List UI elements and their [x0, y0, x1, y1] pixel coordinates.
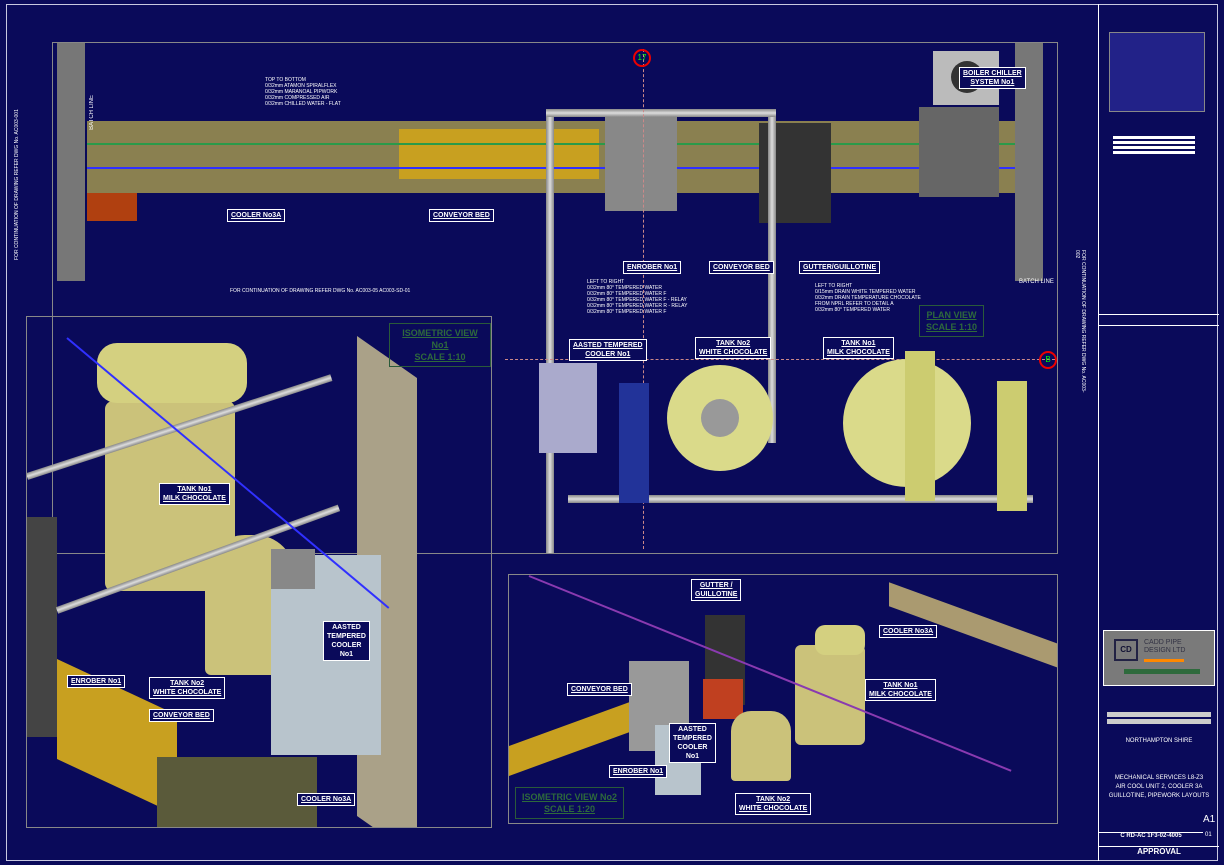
iso1-label-conveyor: CONVEYOR BED: [149, 709, 214, 722]
pump: [619, 383, 649, 503]
aasted-top: [271, 549, 315, 589]
cooler-block: [87, 193, 137, 221]
label-gutter: GUTTER/GUILLOTINE: [799, 261, 881, 274]
tank-motor: [997, 381, 1027, 511]
tank1-motor: [97, 343, 247, 403]
wall-left: [57, 43, 85, 281]
revision: 01: [1205, 832, 1212, 838]
header-pipe: [568, 495, 1033, 503]
iso1-label-enrober: ENROBER No1: [67, 675, 126, 688]
iso2-label-conveyor: CONVEYOR BED: [567, 683, 632, 696]
tank1-iso2: [795, 645, 865, 745]
label-enrober: ENROBER No1: [623, 261, 682, 274]
legend-header: [1099, 314, 1219, 326]
tank1-agitator: [905, 351, 935, 501]
enrober-iso: [27, 517, 57, 737]
label-conveyor: CONVEYOR BED: [709, 261, 774, 274]
cooler-red-iso2: [703, 679, 743, 719]
conveyor-belt: [399, 129, 599, 179]
key-plan: [1109, 32, 1205, 112]
boiler-block: [919, 107, 999, 197]
grid-line: [643, 49, 644, 549]
riser-pipe: [546, 113, 554, 553]
drawing-number: C RD-AC 1F3-02-4005: [1099, 832, 1203, 839]
plan-view: 17 B BATCH LINE BATCH LINE COOLER No3A C…: [52, 42, 1058, 554]
tank1-motor-iso2: [815, 625, 865, 655]
grid-marker-b: B: [1039, 351, 1057, 369]
note-top-to-bottom: TOP TO BOTTOM 0/32mm ATAMON SPIRALFLEX 0…: [265, 77, 341, 107]
grid-line: [505, 359, 1055, 360]
aasted-cooler-plan: [539, 363, 597, 453]
note-left-to-right: LEFT TO RIGHT 0/32mm 80° TEMPERED WATER …: [587, 279, 688, 315]
label-cooler: COOLER No3A: [227, 209, 286, 222]
sheet-size: A1: [1203, 814, 1216, 825]
side-continuation-left: FOR CONTINUATION OF DRAWING REFER DWG No…: [14, 109, 20, 260]
status: APPROVAL: [1099, 846, 1219, 856]
label-conveyor-left: CONVEYOR BED: [429, 209, 494, 222]
drawing-border: [6, 4, 1218, 861]
batch-line-right: BATCH LINE: [1019, 279, 1054, 285]
iso2-label-cooler: COOLER No3A: [879, 625, 938, 638]
tank2-iso2: [731, 711, 791, 781]
riser-pipe: [768, 113, 776, 443]
cooler-iso: [157, 757, 317, 827]
iso2-label-gutter: GUTTER /GUILLOTINE: [691, 579, 742, 601]
note-left-to-right-2: LEFT TO RIGHT 0/15mm DRAIN WHITE TEMPERE…: [815, 283, 921, 313]
tank2-plan: [667, 365, 773, 471]
iso2-label-enrober: ENROBER No1: [609, 765, 668, 778]
side-continuation-right: FOR CONTINUATION OF DRAWING REFER DWG No…: [1074, 250, 1086, 393]
batch-line-left: BATCH LINE: [89, 95, 95, 130]
grid-marker-17: 17: [633, 49, 651, 67]
header-pipe: [546, 109, 776, 117]
iso1-label-cooler: COOLER No3A: [297, 793, 356, 806]
enrober-block: [605, 111, 677, 211]
location: NORTHAMPTON SHIRE: [1125, 738, 1193, 744]
continuation-note: FOR CONTINUATION OF DRAWING REFER DWG No…: [230, 288, 411, 294]
notes-block: [1109, 134, 1199, 194]
client-bars: [1103, 710, 1215, 726]
